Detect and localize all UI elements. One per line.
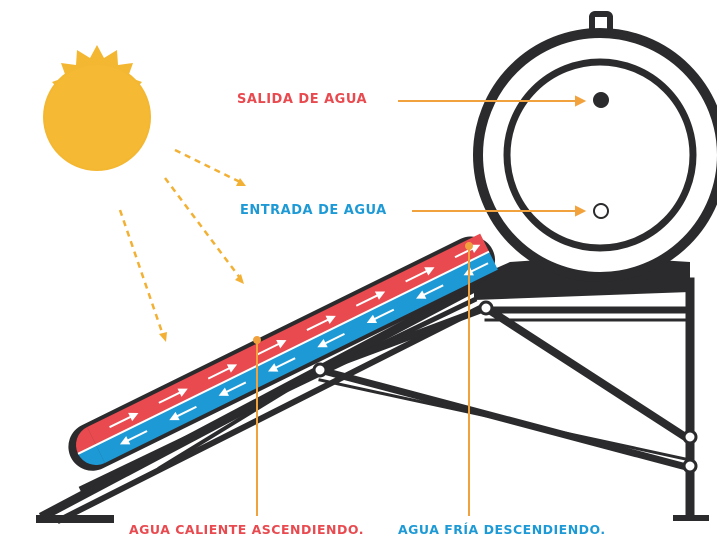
label-hot-rising: AGUA CALIENTE ASCENDIENDO. [129, 522, 364, 537]
sun-rays [118, 148, 241, 336]
leader-lines [253, 95, 587, 516]
frame-joints [312, 300, 698, 474]
inlet-port [593, 203, 609, 219]
sun-icon [43, 45, 151, 171]
outlet-port [593, 92, 609, 108]
sun-ray [164, 177, 241, 279]
ray-arrowheads [159, 178, 246, 342]
flow-arrow-icon [119, 262, 489, 445]
label-cold-descending: AGUA FRÍA DESCENDIENDO. [398, 522, 606, 537]
label-water-out: SALIDA DE AGUA [237, 92, 368, 107]
sun-ray [174, 148, 241, 184]
sun-ray [118, 209, 165, 336]
label-water-in: ENTRADA DE AGUA [240, 203, 387, 218]
water-tank-icon [473, 11, 717, 282]
solar-collector-icon [68, 233, 498, 471]
